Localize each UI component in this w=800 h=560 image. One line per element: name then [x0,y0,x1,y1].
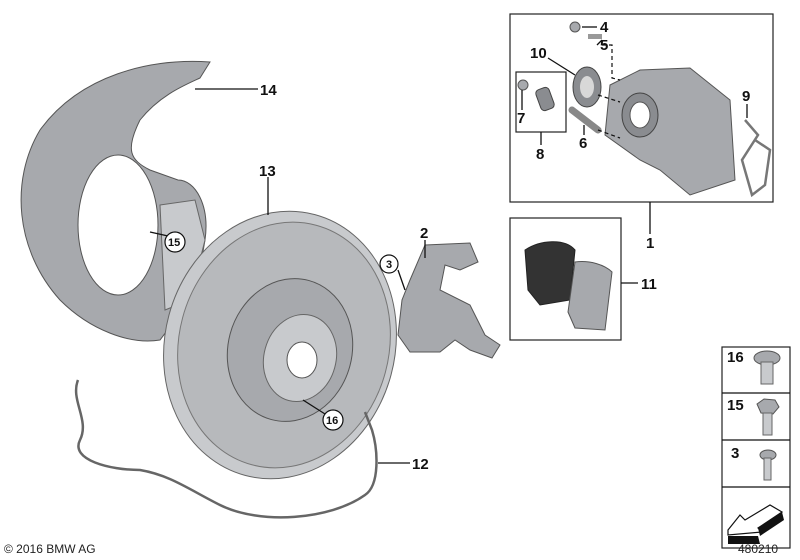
caliper-group-box [509,13,774,203]
sleeve-7-part[interactable] [517,79,529,91]
bushing-part[interactable] [535,86,556,112]
caliper-housing-part[interactable] [604,67,736,196]
callout-7: 7 [517,110,525,127]
flange-bolt-icon [753,350,781,385]
brake-disc-part[interactable] [134,185,426,505]
bolt-5-part[interactable] [588,34,602,39]
callout-16: 16 [326,415,338,427]
spring-9-part[interactable] [740,119,772,198]
callout-10: 10 [530,45,547,62]
callout-9: 9 [742,88,750,105]
screw-icon [759,449,777,481]
diagram-number: 480210 [738,542,778,556]
callout-6: 6 [579,135,587,152]
callout-5: 5 [600,37,608,54]
callout-8: 8 [536,146,544,163]
callout-11: 11 [641,276,657,293]
small-part-16[interactable]: 16 [727,349,781,385]
small-part-label: 3 [731,445,739,462]
callout-4: 4 [600,19,609,36]
small-part-3[interactable]: 3 [731,445,777,481]
hex-bolt-icon [756,398,780,436]
callout-15: 15 [168,237,180,249]
arrow-left-down-icon[interactable] [727,504,784,544]
callout-1: 1 [646,235,654,252]
brake-pads-box [509,217,622,341]
copyright-text: © 2016 BMW AG [4,542,96,556]
callout-2: 2 [420,225,428,242]
small-part-15[interactable]: 15 [727,397,780,436]
leader-lines [149,26,748,464]
small-part-label: 16 [727,349,744,366]
guide-pin-part[interactable] [568,106,602,134]
callout-3: 3 [386,259,392,271]
wear-sensor-part[interactable] [74,379,378,519]
brake-shield-part[interactable] [20,60,211,342]
cap-4-part[interactable] [569,21,581,33]
small-part-label: 15 [727,397,744,414]
small-parts-legend: 16 15 3 [721,346,791,549]
callout-12: 12 [412,456,429,473]
brake-pads-part[interactable] [524,241,613,331]
caliper-carrier-part[interactable] [397,242,501,359]
callout-13: 13 [259,163,276,180]
callout-14: 14 [260,82,277,99]
